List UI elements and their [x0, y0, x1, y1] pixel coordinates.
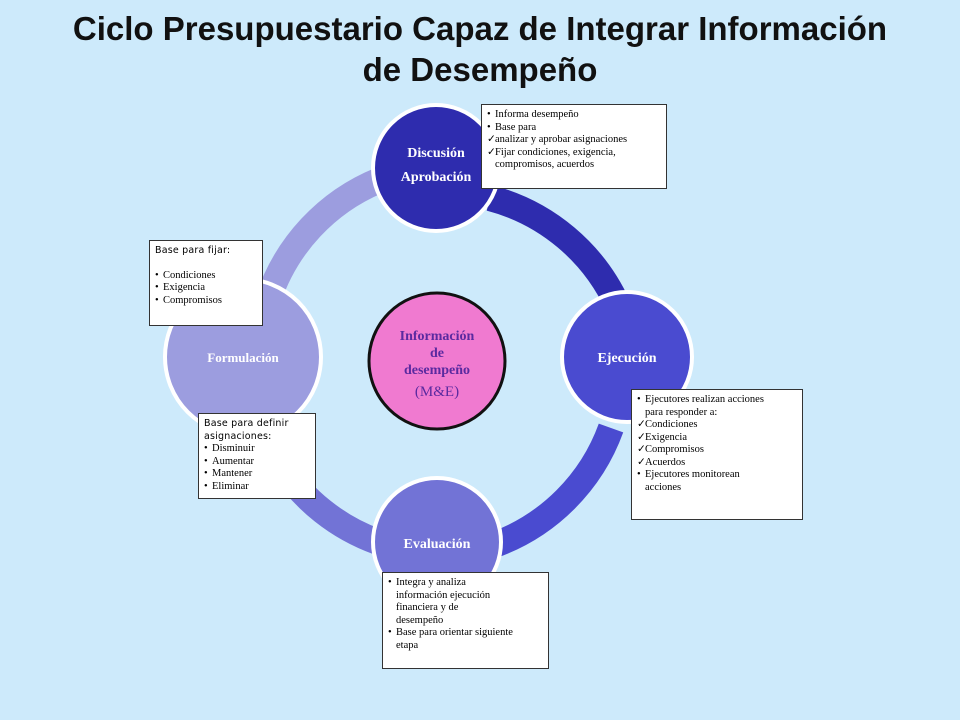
list-item: desempeño [396, 614, 444, 626]
page-title: Ciclo Presupuestario Capaz de Integrar I… [0, 8, 960, 90]
center-line-1: Información [400, 329, 475, 344]
list-item: para responder a: [645, 406, 718, 418]
list-item: etapa [396, 639, 419, 651]
note-aprobacion: •Informa desempeño •Base para ✓analizar … [481, 104, 667, 189]
list-item: ✓Exigencia [637, 431, 687, 443]
list-item: •Aumentar [204, 455, 254, 467]
list-item: •Mantener [204, 468, 253, 479]
note-ejecucion-list: •Ejecutores realizan acciones para respo… [637, 394, 797, 494]
ring-segment-aprobacion-ejecucion [486, 185, 630, 312]
title-line-2: de Desempeño [362, 51, 598, 88]
note-aprobacion-list: •Informa desempeño •Base para ✓analizar … [487, 109, 661, 172]
list-item: •Informa desempeño [487, 109, 579, 120]
note-fijar-list: •Condiciones •Exigencia •Compromisos [155, 270, 257, 308]
title-line-1: Ciclo Presupuestario Capaz de Integrar I… [72, 10, 888, 47]
note-evaluacion-list: •Integra y analiza información ejecución… [388, 577, 543, 652]
note-ejecucion: •Ejecutores realizan acciones para respo… [631, 389, 803, 520]
list-item: •Compromisos [155, 294, 222, 306]
note-definir-list: •Disminuir •Aumentar •Mantener •Eliminar [204, 443, 310, 493]
note-definir-heading-1: Base para definir [204, 418, 289, 429]
ring-segment-ejecucion-evaluacion [489, 423, 624, 558]
center-line-4: (M&E) [415, 384, 459, 400]
stage-evaluacion-label: Evaluación [404, 537, 471, 552]
list-item: •Ejecutores realizan acciones [637, 394, 764, 405]
list-item: compromisos, acuerdos [495, 159, 595, 170]
list-item: ✓Fijar condiciones, exigencia, [487, 146, 616, 158]
stage-formulacion-label: Formulación [207, 350, 279, 365]
note-fijar-heading: Base para fijar: [155, 245, 231, 256]
stage-discusion-line-1: Discusión [407, 146, 465, 161]
stage-discusion-aprobacion: Discusión Aprobación [371, 103, 501, 233]
list-item: •Base para orientar siguiente [388, 627, 513, 638]
note-definir-asignaciones: Base para definir asignaciones: •Disminu… [198, 413, 316, 499]
list-item: ✓analizar y aprobar asignaciones [487, 134, 628, 145]
center-line-2: de [430, 346, 444, 361]
list-item: financiera y de [396, 602, 459, 613]
list-item: acciones [645, 481, 682, 493]
list-item: •Condiciones [155, 269, 216, 281]
list-item: ✓Condiciones [637, 419, 698, 430]
center-line-3: desempeño [404, 363, 470, 378]
list-item: •Disminuir [204, 443, 255, 454]
list-item: •Exigencia [155, 282, 205, 293]
list-item: •Ejecutores monitorean [637, 469, 740, 480]
list-item: ✓Acuerdos [637, 456, 686, 468]
stage-ejecucion-label: Ejecución [597, 351, 656, 366]
center-performance-info: Información de desempeño (M&E) [367, 291, 507, 431]
list-item: •Integra y analiza [388, 577, 466, 588]
note-definir-heading-2: asignaciones: [204, 430, 272, 442]
list-item: ✓Compromisos [637, 444, 704, 455]
list-item: información ejecución [396, 589, 491, 601]
ring-segment-formulacion-aprobacion [255, 167, 386, 305]
stage-discusion-line-2: Aprobación [401, 170, 472, 185]
note-evaluacion: •Integra y analiza información ejecución… [382, 572, 549, 669]
note-fijar: Base para fijar: •Condiciones •Exigencia… [149, 240, 263, 326]
list-item: •Base para [487, 121, 537, 133]
list-item: •Eliminar [204, 480, 249, 492]
